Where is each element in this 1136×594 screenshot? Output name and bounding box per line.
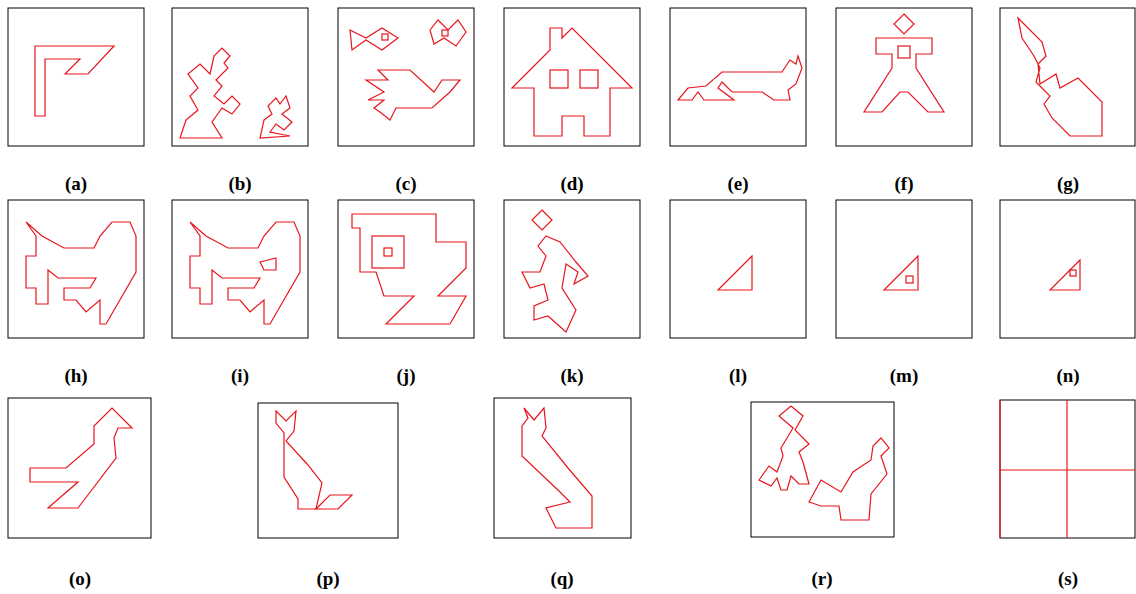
panel-p <box>258 403 398 538</box>
panel-i <box>172 200 308 338</box>
panel-label: (p) <box>316 569 339 588</box>
panel-label: (s) <box>1058 569 1078 588</box>
panel-b <box>172 8 308 146</box>
panel-a <box>8 8 144 146</box>
panel-label: (l) <box>729 366 747 385</box>
panel-d <box>504 8 640 146</box>
panel-label: (f) <box>895 174 914 193</box>
panel-label: (m) <box>890 366 918 385</box>
panel-label: (k) <box>560 366 583 385</box>
panel-s <box>1000 400 1135 538</box>
panel-label: (c) <box>395 174 416 193</box>
panel-r <box>751 402 894 537</box>
panel-label: (g) <box>1057 174 1079 193</box>
panel-n <box>1000 200 1135 338</box>
panel-l <box>670 200 806 338</box>
panel-label: (a) <box>65 174 87 193</box>
panel-q <box>494 398 631 538</box>
panel-label: (b) <box>228 174 251 193</box>
panel-label: (d) <box>560 174 583 193</box>
panel-label: (j) <box>397 366 416 385</box>
panel-o <box>8 398 151 538</box>
panel-m <box>836 200 972 338</box>
panel-c <box>338 8 474 146</box>
panel-f <box>836 8 972 146</box>
panel-h <box>8 200 144 338</box>
panel-label: (h) <box>64 366 87 385</box>
panel-e <box>670 8 806 146</box>
panel-label: (q) <box>550 569 573 588</box>
panel-g <box>1000 8 1135 146</box>
panel-label: (r) <box>811 569 832 588</box>
panel-label: (i) <box>231 366 249 385</box>
panel-j <box>338 200 474 338</box>
panel-label: (e) <box>727 174 748 193</box>
panel-label: (n) <box>1056 366 1079 385</box>
panel-label: (o) <box>69 569 91 588</box>
panel-k <box>504 200 640 338</box>
